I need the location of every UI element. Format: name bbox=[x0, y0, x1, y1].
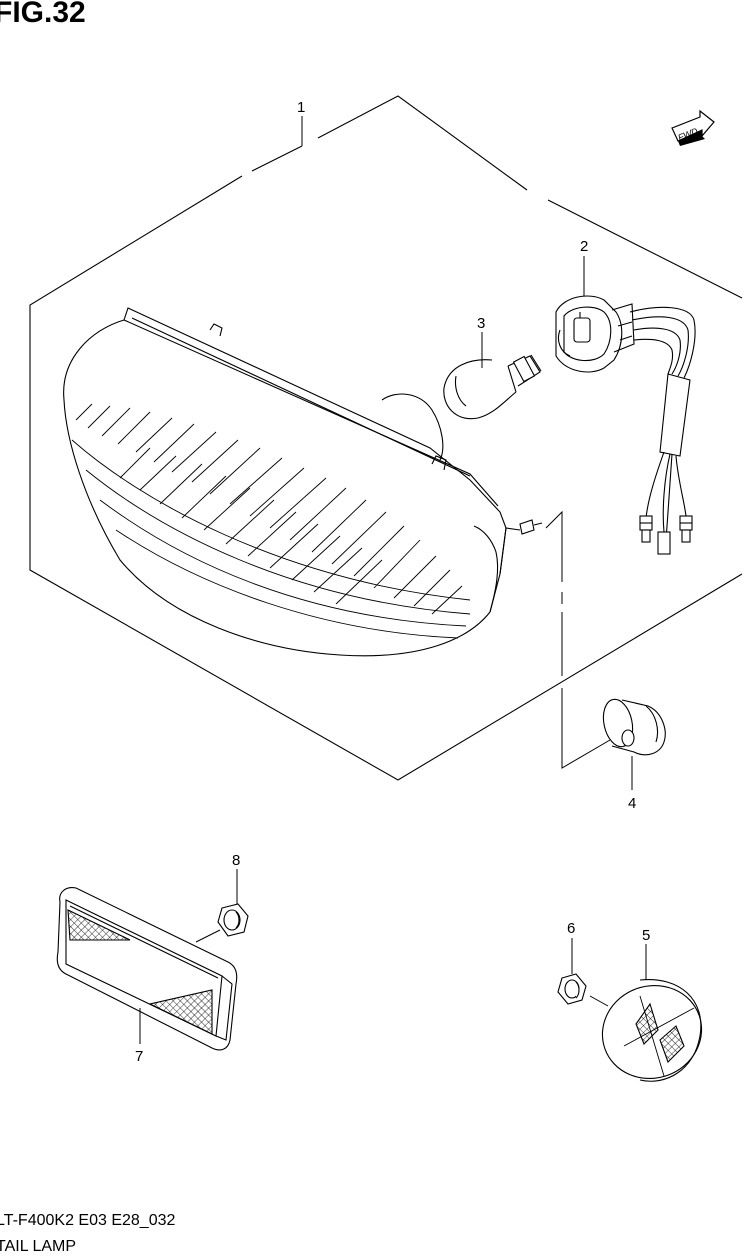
assembly-lead-line bbox=[545, 510, 611, 769]
round-reflector-icon bbox=[601, 979, 703, 1082]
callout-5: 5 bbox=[642, 927, 650, 944]
rectangular-reflector-icon bbox=[56, 887, 238, 1051]
callout-6: 6 bbox=[567, 920, 575, 937]
callout-4: 4 bbox=[628, 795, 636, 812]
callout-1: 1 bbox=[297, 99, 305, 116]
nut-icon bbox=[217, 903, 249, 937]
figure-title: FIG.32 bbox=[0, 0, 86, 29]
callout-2: 2 bbox=[580, 238, 588, 255]
grommet-icon bbox=[602, 698, 666, 756]
fwd-arrow-icon: FWD bbox=[671, 109, 715, 146]
bulb-socket-harness-icon bbox=[555, 295, 696, 555]
bulb-icon bbox=[443, 354, 542, 420]
leader-lines bbox=[139, 116, 647, 1044]
assembly-frame bbox=[29, 95, 743, 781]
callout-8: 8 bbox=[232, 852, 240, 869]
callout-7: 7 bbox=[135, 1048, 143, 1065]
nut-icon bbox=[557, 973, 587, 1005]
callout-3: 3 bbox=[477, 315, 485, 332]
tail-lamp-assembly-icon bbox=[63, 307, 543, 657]
figure-code: LT-F400K2 E03 E28_032 bbox=[0, 1212, 176, 1229]
figure-name: TAIL LAMP bbox=[0, 1238, 77, 1255]
